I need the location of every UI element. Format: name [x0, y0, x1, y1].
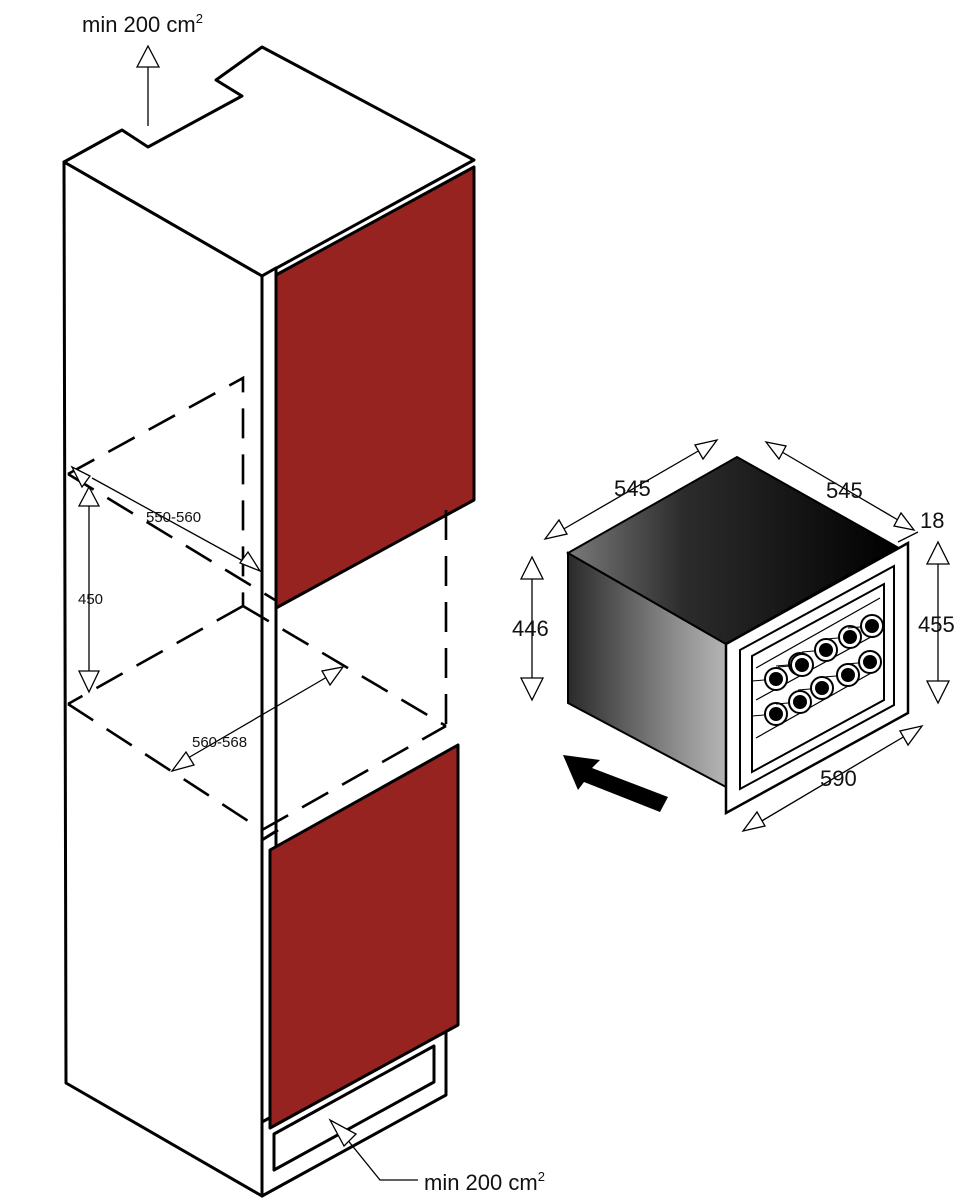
bottle-cap [865, 619, 879, 633]
vent-top-text: min 200 cm [82, 12, 196, 37]
bottle-cap [795, 658, 809, 672]
cooler-top [565, 455, 900, 646]
label-niche-width: 560-568 [192, 734, 247, 751]
bottle-cap [769, 707, 783, 721]
cabinet-top [62, 45, 476, 278]
bottle-rack [751, 597, 884, 739]
bottle-cap [819, 643, 833, 657]
rack-shelf [755, 667, 881, 739]
bottle-cap [843, 630, 857, 644]
rack-shelf [755, 597, 881, 669]
dimension-depth-left [543, 438, 719, 541]
label-niche-height: 450 [78, 591, 103, 608]
label-vent-top: min 200 cm2 [82, 11, 203, 37]
tall-cabinet [62, 45, 476, 1198]
label-depth-left: 545 [614, 476, 651, 501]
bottle-cap [815, 681, 829, 695]
label-front-height: 455 [918, 612, 955, 637]
bottle-cap [863, 655, 877, 669]
dimension-niche-depth [70, 465, 262, 573]
vent-top-arrow [135, 44, 161, 126]
vent-bottom-sup: 2 [538, 1169, 545, 1184]
bottle-cap [793, 695, 807, 709]
dimension-front-width [741, 724, 924, 833]
label-front-width: 590 [820, 766, 857, 791]
label-depth-right: 545 [826, 478, 863, 503]
niche-outline [67, 375, 448, 832]
label-niche-depth: 550-560 [146, 509, 201, 526]
vent-top-sup: 2 [196, 11, 203, 26]
bottle-cap [769, 672, 783, 686]
plinth-vent [272, 1044, 436, 1172]
bottle-cap [841, 668, 855, 682]
lower-door-panel [268, 743, 460, 1130]
insert-arrow-icon [563, 755, 668, 812]
wine-cooler [565, 455, 910, 816]
niche-edge [261, 828, 279, 842]
label-front-thickness: 18 [920, 508, 944, 533]
upper-door-panel [274, 165, 476, 610]
vent-bottom-text: min 200 cm [424, 1170, 538, 1195]
dimension-front-thickness [897, 531, 919, 543]
dimension-body-height [519, 555, 545, 702]
label-vent-bottom: min 200 cm2 [424, 1169, 545, 1195]
dimension-front-height [925, 540, 951, 705]
dimension-niche-width [170, 666, 345, 773]
label-body-height: 446 [512, 616, 549, 641]
dimension-niche-height [77, 485, 101, 694]
dimension-depth-right [764, 441, 916, 531]
vent-bottom-arrow [328, 1118, 418, 1181]
